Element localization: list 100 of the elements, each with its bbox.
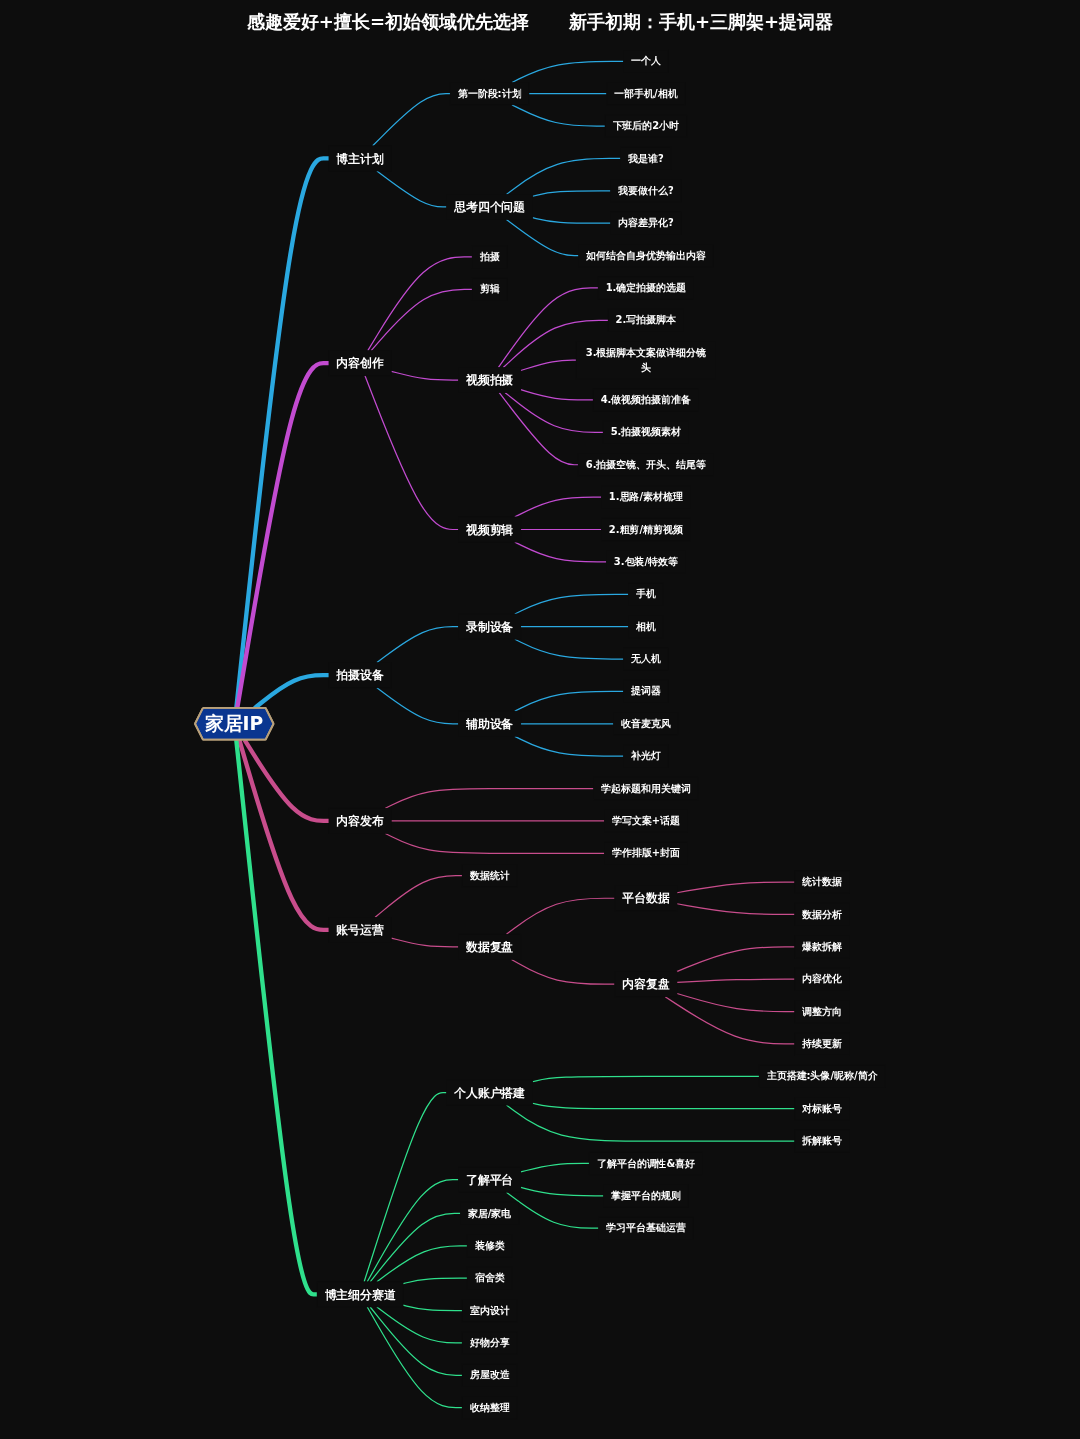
connector <box>384 832 605 854</box>
connector <box>664 996 796 1045</box>
node-text: 剪辑 <box>479 283 500 295</box>
connector <box>514 496 602 518</box>
node-text: 了解平台 <box>465 1172 514 1187</box>
node-text: 数据分析 <box>802 908 843 921</box>
connector <box>369 1212 461 1283</box>
node-text: 家居/家电 <box>467 1207 512 1220</box>
node-text: 第一阶段:计划 <box>457 87 522 100</box>
node-text: 拆解账号 <box>802 1134 843 1147</box>
node-text: 内容差异化? <box>618 216 674 229</box>
note-text: 新手初期：手机+三脚架+提词器 <box>569 10 834 34</box>
node-text: 一部手机/相机 <box>614 87 678 100</box>
connector <box>376 1306 463 1344</box>
node-text: 补光灯 <box>630 749 661 762</box>
node-text: 学作排版+封面 <box>611 847 680 859</box>
node-text: 视频剪辑 <box>465 522 514 537</box>
node-text: 视频拍摄 <box>465 373 514 387</box>
connector <box>390 370 460 381</box>
connector <box>510 958 616 985</box>
connector <box>514 690 625 712</box>
connector <box>390 820 605 822</box>
node-text: 博主计划 <box>336 151 384 166</box>
connector <box>235 361 329 709</box>
node-text: 装修类 <box>474 1239 505 1252</box>
node-text: 3.根据脚本文案做详细分镜头 <box>585 346 707 374</box>
node-text: 学写文案+话题 <box>611 814 680 827</box>
node-text: 平台数据 <box>622 891 670 905</box>
connector <box>370 288 473 352</box>
node-text: 爆款拆解 <box>802 940 843 953</box>
node-text: 下班后的2小时 <box>612 119 680 132</box>
connector <box>390 937 460 948</box>
node-text: 拍摄 <box>479 250 500 263</box>
connector <box>514 541 607 563</box>
node-text: 手机 <box>635 588 656 600</box>
connector <box>242 738 329 824</box>
connector <box>364 375 460 531</box>
node-text: 数据统计 <box>469 869 510 882</box>
connector <box>520 389 594 401</box>
node-text: 好物分享 <box>469 1336 510 1349</box>
node-text: 拍摄设备 <box>336 668 384 682</box>
connector <box>505 157 622 195</box>
node-text: 收音麦克风 <box>620 717 671 730</box>
connector <box>366 1306 463 1409</box>
node-text: 录制设备 <box>465 619 514 634</box>
node-text: 统计数据 <box>802 875 843 888</box>
node-text: 掌握平台的规则 <box>611 1189 681 1202</box>
node-text: 无人机 <box>630 652 661 665</box>
node-text: 内容创作 <box>336 356 384 370</box>
node-text: 1.思路/素材梳理 <box>608 490 683 503</box>
connector <box>376 1245 468 1283</box>
connector <box>531 190 612 197</box>
connector <box>498 392 579 466</box>
node-text: 房屋改造 <box>469 1369 510 1381</box>
connector <box>372 93 451 147</box>
connector <box>531 1075 760 1083</box>
node-text: 内容优化 <box>802 972 843 985</box>
node-text: 内容发布 <box>336 813 384 828</box>
connector <box>520 723 615 725</box>
node-text: 数据复盘 <box>465 939 514 954</box>
node-text: 2.写拍摄脚本 <box>615 314 677 326</box>
connector <box>384 787 595 809</box>
node-text: 收纳整理 <box>469 1401 510 1414</box>
connector <box>676 978 796 984</box>
connector <box>402 1304 463 1312</box>
connector <box>376 170 448 208</box>
connector <box>514 735 625 757</box>
node-text: 我要做什么? <box>618 184 674 197</box>
connector <box>374 875 463 918</box>
node-text: 2.粗剪/精剪视频 <box>608 523 683 536</box>
connector <box>520 528 602 531</box>
connector <box>676 881 796 894</box>
note-text: 感趣爱好+擅长=初始领域优先选择 <box>246 10 529 34</box>
connector <box>528 93 608 95</box>
node-text: 学起标题和用关键词 <box>601 782 691 795</box>
connector <box>511 60 625 84</box>
node-text: 了解平台的调性&喜好 <box>596 1157 696 1170</box>
node-text: 个人账户搭建 <box>454 1085 526 1100</box>
connector <box>676 903 796 916</box>
connector <box>369 1306 463 1376</box>
node-text: 学习平台基础运营 <box>606 1222 686 1234</box>
node-text: 1.确定拍摄的选题 <box>605 281 687 294</box>
connector <box>514 638 625 660</box>
connector <box>520 626 630 628</box>
node-text: 5.拍摄视频素材 <box>610 426 682 438</box>
node-text: 宿舍类 <box>474 1271 505 1284</box>
connector <box>531 1102 796 1110</box>
connector <box>531 217 612 224</box>
connector <box>505 1191 600 1229</box>
node-text: 主页搭建:头像/昵称/简介 <box>766 1070 878 1082</box>
connector <box>376 626 460 664</box>
connector <box>366 1179 460 1283</box>
node-text: 相机 <box>635 620 656 633</box>
node-text: 对标账号 <box>802 1102 843 1115</box>
node-text: 提词器 <box>630 685 661 697</box>
node-text: 4.做视频拍摄前准备 <box>600 393 692 406</box>
node-text: 室内设计 <box>469 1304 510 1317</box>
node-text: 内容复盘 <box>622 977 670 991</box>
connector <box>520 1162 590 1173</box>
connector <box>502 319 609 369</box>
